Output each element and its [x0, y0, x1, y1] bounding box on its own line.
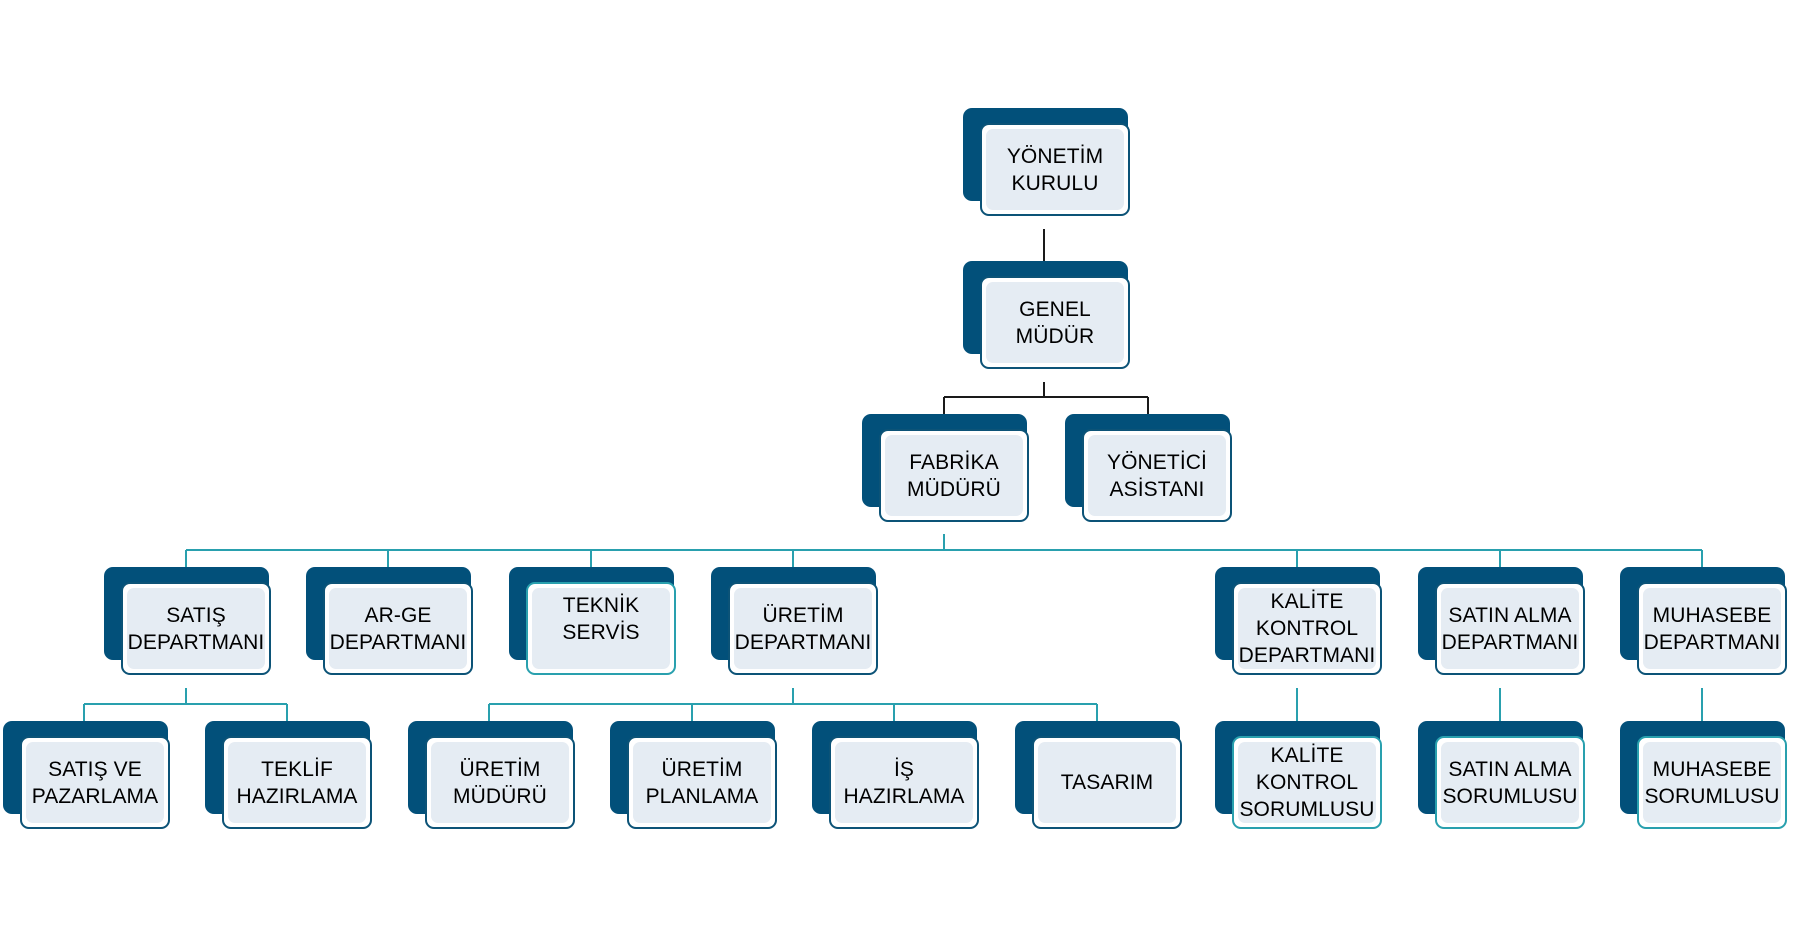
- node-muhasebe-sorumlusu: MUHASEBE SORUMLUSU: [1620, 721, 1787, 829]
- node-label: ÜRETİM PLANLAMA: [645, 757, 759, 808]
- node-front: SATIŞ VE PAZARLAMA: [20, 736, 170, 829]
- node-label: FABRİKA MÜDÜRÜ: [907, 450, 1001, 501]
- node-label: YÖNETİM KURULU: [1006, 144, 1104, 195]
- node-label: SATIŞ VE PAZARLAMA: [31, 757, 159, 808]
- node-satin-alma-sorumlusu: SATIN ALMA SORUMLUSU: [1418, 721, 1585, 829]
- node-muhasebe-departmani: MUHASEBE DEPARTMANI: [1620, 567, 1787, 675]
- node-uretim-planlama: ÜRETİM PLANLAMA: [610, 721, 777, 829]
- node-fabrika-muduru: FABRİKA MÜDÜRÜ: [862, 414, 1029, 522]
- node-genel-mudur: GENEL MÜDÜR: [963, 261, 1130, 369]
- node-uretim-departmani: ÜRETİM DEPARTMANI: [711, 567, 878, 675]
- node-front: İŞ HAZIRLAMA: [829, 736, 979, 829]
- node-label: GENEL MÜDÜR: [1015, 297, 1095, 348]
- node-label: İŞ HAZIRLAMA: [843, 757, 965, 808]
- node-front: YÖNETİM KURULU: [980, 123, 1130, 216]
- node-uretim-muduru: ÜRETİM MÜDÜRÜ: [408, 721, 575, 829]
- node-satis-ve-pazarlama: SATIŞ VE PAZARLAMA: [3, 721, 170, 829]
- node-label: YÖNETİCİ ASİSTANI: [1107, 450, 1207, 501]
- node-teknik-servis: TEKNİK SERVİS: [509, 567, 676, 675]
- node-tasarim: TASARIM: [1015, 721, 1182, 829]
- node-label: SATIN ALMA DEPARTMANI: [1441, 603, 1579, 654]
- node-satin-alma-departmani: SATIN ALMA DEPARTMANI: [1418, 567, 1585, 675]
- node-is-hazirlama: İŞ HAZIRLAMA: [812, 721, 979, 829]
- node-front: SATIN ALMA DEPARTMANI: [1435, 582, 1585, 675]
- node-front: ÜRETİM MÜDÜRÜ: [425, 736, 575, 829]
- node-front: FABRİKA MÜDÜRÜ: [879, 429, 1029, 522]
- node-front: KALİTE KONTROL SORUMLUSU: [1232, 736, 1382, 829]
- node-front: KALİTE KONTROL DEPARTMANI: [1232, 582, 1382, 675]
- node-front: SATIŞ DEPARTMANI: [121, 582, 271, 675]
- node-front: ÜRETİM DEPARTMANI: [728, 582, 878, 675]
- node-label: TASARIM: [1060, 771, 1154, 794]
- node-teklif-hazirlama: TEKLİF HAZIRLAMA: [205, 721, 372, 829]
- node-kalite-kontrol-sorumlusu: KALİTE KONTROL SORUMLUSU: [1215, 721, 1382, 829]
- node-label: MUHASEBE DEPARTMANI: [1643, 603, 1781, 654]
- node-front: TASARIM: [1032, 736, 1182, 829]
- node-label: TEKLİF HAZIRLAMA: [236, 757, 358, 808]
- node-front: AR-GE DEPARTMANI: [323, 582, 473, 675]
- node-label: ÜRETİM MÜDÜRÜ: [453, 757, 547, 808]
- node-front: GENEL MÜDÜR: [980, 276, 1130, 369]
- node-front: TEKLİF HAZIRLAMA: [222, 736, 372, 829]
- node-kalite-kontrol-departmani: KALİTE KONTROL DEPARTMANI: [1215, 567, 1382, 675]
- node-front: MUHASEBE SORUMLUSU: [1637, 736, 1787, 829]
- node-label: KALİTE KONTROL SORUMLUSU: [1239, 744, 1375, 821]
- node-label: KALİTE KONTROL DEPARTMANI: [1238, 590, 1376, 667]
- node-front: MUHASEBE DEPARTMANI: [1637, 582, 1787, 675]
- node-satis-departmani: SATIŞ DEPARTMANI: [104, 567, 271, 675]
- node-front: YÖNETİCİ ASİSTANI: [1082, 429, 1232, 522]
- node-yonetici-asistani: YÖNETİCİ ASİSTANI: [1065, 414, 1232, 522]
- node-label: ÜRETİM DEPARTMANI: [734, 603, 872, 654]
- node-label: AR-GE DEPARTMANI: [329, 603, 467, 654]
- connectors-dark: [943, 229, 1149, 415]
- node-label: TEKNİK SERVİS: [562, 594, 640, 644]
- connectors-teal: [83, 534, 1703, 722]
- node-front: TEKNİK SERVİS: [526, 582, 676, 675]
- node-front: SATIN ALMA SORUMLUSU: [1435, 736, 1585, 829]
- node-yonetim-kurulu: YÖNETİM KURULU: [963, 108, 1130, 216]
- node-label: MUHASEBE SORUMLUSU: [1644, 757, 1780, 808]
- node-label: SATIŞ DEPARTMANI: [127, 603, 265, 654]
- node-label: SATIN ALMA SORUMLUSU: [1442, 757, 1578, 808]
- node-front: ÜRETİM PLANLAMA: [627, 736, 777, 829]
- node-ar-ge-departmani: AR-GE DEPARTMANI: [306, 567, 473, 675]
